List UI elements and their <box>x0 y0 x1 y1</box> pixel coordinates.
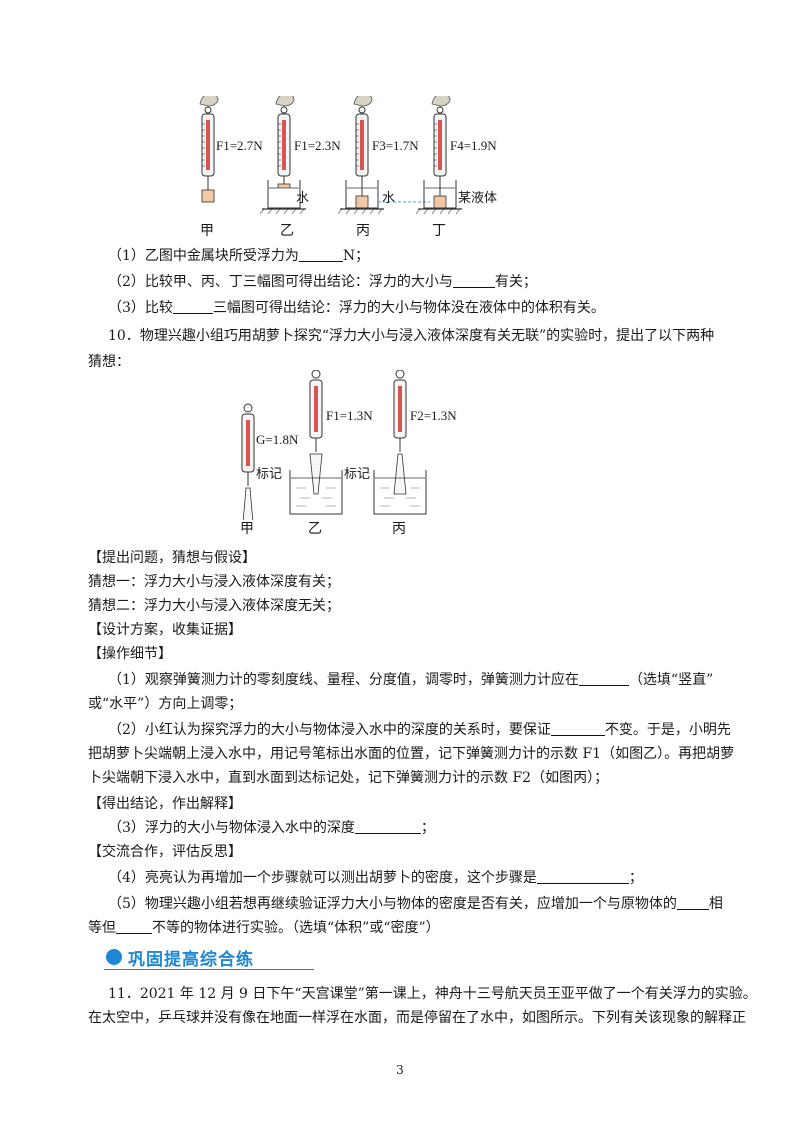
guess-1: 猜想一：浮力大小与浸入液体深度有关； <box>88 574 340 590</box>
label-f-bing: F3=1.7N <box>372 138 419 153</box>
beaker-ding <box>415 180 462 215</box>
q10-step1: （1）观察弹簧测力计的零刻度线、量程、分度值，调零时，弹簧测力计应在（选填“竖直… <box>108 670 714 688</box>
beaker-q10-bing <box>373 470 427 515</box>
q10-step3: （3）浮力的大小与物体浸入水中的深度； <box>108 818 435 836</box>
caption-q10-yi: 乙 <box>308 521 322 537</box>
caption-q10-jia: 甲 <box>240 521 254 537</box>
beaker-q10-yi <box>289 470 343 515</box>
label-q10-f1: F1=1.3N <box>326 408 373 423</box>
bullet-dot-icon <box>106 949 122 965</box>
q9-part3: （3）比较三幅图可得出结论：浮力的大小与物体没在液体中的体积有关。 <box>108 298 605 316</box>
section-banner: 巩固提高综合练 <box>104 944 314 970</box>
blank-q10-2[interactable] <box>550 720 605 736</box>
scale-yi <box>275 96 295 197</box>
section-operation: 【操作细节】 <box>88 646 172 662</box>
caption-q10-bing: 丙 <box>392 521 406 537</box>
q10-step5-cont: 等但不等的物体进行实验。（选填“体积”或“密度”） <box>88 918 440 936</box>
section-propose: 【提出问题，猜想与假设】 <box>88 550 256 566</box>
label-mark-1: 标记 <box>256 466 283 481</box>
section-reflection: 【交流合作，评估反思】 <box>88 844 242 860</box>
guess-2: 猜想二：浮力大小与浸入液体深度无关； <box>88 598 340 614</box>
q10-step1-cont: 或“水平”）方向上调零； <box>88 696 243 712</box>
label-mark-2: 标记 <box>344 466 371 481</box>
scale-bing <box>353 96 373 209</box>
blank-q10-3[interactable] <box>354 818 421 834</box>
label-f-yi: F1=2.3N <box>294 138 341 153</box>
label-q10-f2: F2=1.3N <box>410 408 457 423</box>
page-number: 3 <box>396 1063 404 1077</box>
blank-q9-2[interactable] <box>452 272 495 288</box>
section-design: 【设计方案，收集证据】 <box>88 622 242 638</box>
blank-q10-6[interactable] <box>116 918 152 934</box>
banner-title: 巩固提高综合练 <box>128 950 254 970</box>
q10-intro-2: 猜想： <box>88 354 130 370</box>
label-f-jia: F1=2.7N <box>216 138 263 153</box>
scale-q10-jia <box>241 403 255 520</box>
scale-jia <box>199 96 219 203</box>
banner-underline <box>104 969 314 970</box>
label-water-bing: 水 <box>382 190 396 205</box>
figure-q10 <box>241 370 427 520</box>
caption-jia: 甲 <box>200 223 214 239</box>
blank-q9-3[interactable] <box>172 298 213 314</box>
q10-step2-cont2: 卜尖端朝下浸入水中，直到水面到达标记处，记下弹簧测力计的示数 F2（如图丙）； <box>88 770 609 786</box>
blank-q9-1[interactable] <box>298 246 343 262</box>
q9-part2: （2）比较甲、丙、丁三幅图可得出结论：浮力的大小与有关； <box>108 272 537 290</box>
caption-bing: 丙 <box>356 223 370 239</box>
scale-ding <box>431 96 451 209</box>
q10-step4: （4）亮亮认为再增加一个步骤就可以测出胡萝卜的密度，这个步骤是； <box>108 868 643 886</box>
scale-q10-yi <box>309 370 323 495</box>
caption-ding: 丁 <box>432 223 446 239</box>
blank-q10-4[interactable] <box>536 868 629 884</box>
q11-line-2: 在太空中，乒乓球并没有像在地面一样浮在水面，而是停留在了水中，如图所示。下列有关… <box>88 1010 746 1026</box>
q10-step2: （2）小红认为探究浮力的大小与物体浸入水中的深度的关系时，要保证不变。于是，小明… <box>108 720 731 738</box>
label-water-yi: 水 <box>296 190 310 205</box>
q10-step5: （5）物理兴趣小组若想再继续验证浮力大小与物体的密度是否有关，应增加一个与原物体… <box>108 894 723 912</box>
q10-step2-cont1: 把胡萝卜尖端朝上浸入水中，用记号笔标出水面的位置，记下弹簧测力计的示数 F1（如… <box>88 746 735 762</box>
label-g: G=1.8N <box>256 432 299 447</box>
section-conclusion: 【得出结论，作出解释】 <box>88 796 242 812</box>
label-f-ding: F4=1.9N <box>450 138 497 153</box>
label-liquid-ding: 某液体 <box>458 190 498 205</box>
beaker-bing <box>337 180 384 215</box>
blank-q10-1[interactable] <box>578 670 629 686</box>
q11-line-1: 11．2021 年 12 月 9 日下午“天宫课堂”第一课上，神舟十三号航天员王… <box>108 986 757 1002</box>
scale-q10-bing <box>393 370 407 495</box>
q10-intro-1: 10．物理兴趣小组巧用胡萝卜探究“浮力大小与浸入液体深度有关无联”的实验时，提出… <box>108 328 715 344</box>
caption-yi: 乙 <box>280 223 294 239</box>
figure-q9 <box>199 96 462 215</box>
beaker-yi <box>259 180 306 215</box>
blank-q10-5[interactable] <box>676 894 709 910</box>
